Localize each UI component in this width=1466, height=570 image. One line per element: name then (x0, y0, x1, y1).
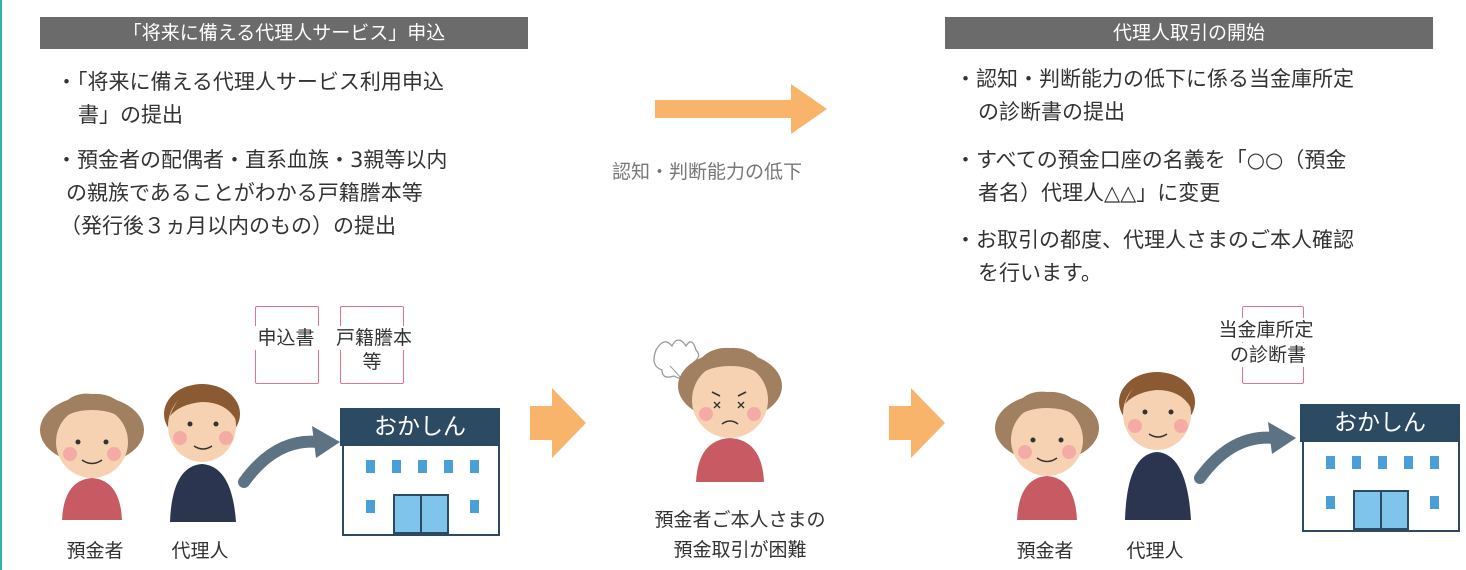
middle-caption-line-1: 預金者ご本人さまの (654, 509, 826, 531)
diagnosis-doc-label-1: 当金庫所定 (1210, 318, 1322, 342)
left-curved-arrow (238, 426, 340, 488)
right-header: 代理人取引の開始 (945, 17, 1433, 49)
right-bullet-1-line-2: の診断書の提出 (978, 100, 1125, 124)
window (470, 460, 479, 473)
left-accent-line (0, 0, 2, 570)
window (470, 500, 479, 513)
window (1430, 496, 1439, 509)
right-people-illustration (995, 372, 1195, 520)
depositor-figure (40, 393, 144, 520)
left-depositor-label: 預金者 (66, 540, 124, 562)
agent-figure (164, 384, 240, 522)
left-agent-label: 代理人 (171, 540, 229, 562)
window (1378, 456, 1387, 469)
step-arrow-2 (889, 388, 945, 458)
window (366, 460, 375, 473)
diagnosis-doc-label-2: の診断書 (1222, 343, 1314, 367)
right-bank-sign: おかしん (1300, 404, 1460, 442)
window (1352, 456, 1361, 469)
step-arrow-1 (530, 388, 586, 458)
bank-door (393, 494, 449, 534)
right-curved-arrow (1194, 422, 1296, 484)
right-agent-label: 代理人 (1126, 540, 1184, 562)
window (444, 460, 453, 473)
left-bullet-2-line-1: ・預金者の配偶者・直系血族・3親等以内 (56, 148, 448, 172)
family-register-label-2: 等 (355, 350, 389, 374)
right-bullet-2-line-2: 者名）代理人△△」に変更 (978, 181, 1221, 205)
left-bullet-2-line-3: （発行後３ヵ月以内のもの）の提出 (60, 214, 396, 238)
window (366, 500, 375, 513)
left-people-illustration (40, 384, 240, 522)
left-bank-sign: おかしん (340, 408, 500, 446)
right-bullet-3-line-2: を行います。 (978, 261, 1102, 285)
right-bullet-3-line-1: ・お取引の都度、代理人さまのご本人確認 (955, 228, 1354, 252)
right-depositor-label: 預金者 (1016, 540, 1074, 562)
bank-door (1353, 490, 1409, 530)
window (418, 460, 427, 473)
right-bank-building: おかしん (1300, 404, 1460, 532)
window (1430, 456, 1439, 469)
left-bullet-1-line-1: ・「将来に備える代理人サービス利用申込 (56, 70, 444, 94)
window (1326, 496, 1335, 509)
middle-caption-line-2: 預金取引が困難 (673, 539, 807, 561)
window (392, 460, 401, 473)
window (1404, 456, 1413, 469)
middle-condition-label: 認知・判断能力の低下 (612, 161, 803, 183)
middle-transition-arrow (655, 84, 827, 134)
left-bank-building: おかしん (340, 408, 500, 536)
family-register-label-1: 戸籍謄本 (328, 326, 420, 350)
confused-depositor-illustration (653, 339, 782, 482)
right-bullet-1-line-1: ・認知・判断能力の低下に係る当金庫所定 (955, 67, 1354, 91)
left-header: 「将来に備える代理人サービス」申込 (40, 17, 528, 49)
left-bullet-2-line-2: の親族であることがわかる戸籍謄本等 (66, 181, 423, 205)
left-bullet-1-line-2: 書」の提出 (78, 103, 183, 127)
right-bullet-2-line-1: ・すべての預金口座の名義を「○○（預金 (955, 148, 1347, 172)
depositor-figure (995, 391, 1099, 520)
application-form-label: 申込書 (250, 326, 322, 350)
window (1326, 456, 1335, 469)
agent-figure (1119, 372, 1195, 520)
